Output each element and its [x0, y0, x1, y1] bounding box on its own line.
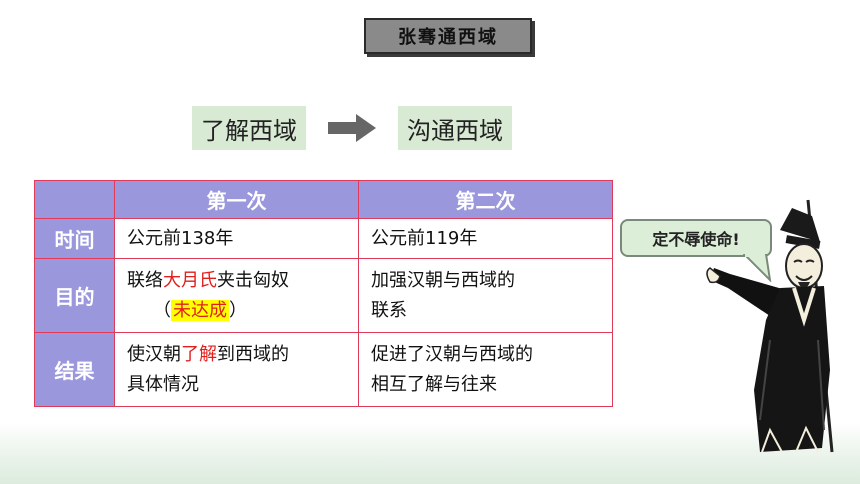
paren-open: （: [153, 299, 171, 321]
text-line: 加强汉朝与西域的: [371, 269, 515, 291]
cell-result-first: 使汉朝了解到西域的 具体情况: [114, 332, 359, 407]
speech-tail-icon: [742, 254, 772, 282]
speech-bubble: 定不辱使命!: [620, 219, 772, 257]
table-row: 时间 公元前138年 公元前119年: [34, 218, 613, 259]
highlight-text: 未达成: [171, 299, 229, 321]
flow-box-understand: 了解西域: [192, 106, 306, 150]
table-row: 目的 联络大月氏夹击匈奴 （未达成） 加强汉朝与西域的 联系: [34, 258, 613, 333]
text: 夹击匈奴: [217, 269, 289, 291]
red-text: 大月氏: [163, 269, 217, 291]
header-second: 第二次: [358, 180, 613, 219]
red-text: 了解: [181, 343, 217, 365]
page-title: 张骞通西域: [364, 18, 532, 54]
header-first: 第一次: [114, 180, 359, 219]
flow-box-communicate: 沟通西域: [398, 106, 512, 150]
cell-purpose-first: 联络大月氏夹击匈奴 （未达成）: [114, 258, 359, 333]
cell-purpose-second: 加强汉朝与西域的 联系: [358, 258, 613, 333]
cell-time-second: 公元前119年: [358, 218, 613, 259]
row-label-result: 结果: [34, 332, 115, 407]
row-label-time: 时间: [34, 218, 115, 259]
header-corner: [34, 180, 115, 219]
text: 到西域的: [217, 343, 289, 365]
text: 使汉朝: [127, 343, 181, 365]
paren-close: ）: [229, 299, 247, 321]
text: 联络: [127, 269, 163, 291]
table-header-row: 第一次 第二次: [34, 180, 613, 219]
text-line: 具体情况: [127, 373, 199, 395]
text-line: 促进了汉朝与西域的: [371, 343, 533, 365]
comparison-table: 第一次 第二次 时间 公元前138年 公元前119年 目的 联络大月氏夹击匈奴 …: [34, 180, 613, 407]
table-row: 结果 使汉朝了解到西域的 具体情况 促进了汉朝与西域的 相互了解与往来: [34, 332, 613, 407]
zhang-qian-figure-icon: [706, 199, 834, 453]
bottom-decor-band: [0, 422, 860, 484]
text-line: 相互了解与往来: [371, 373, 497, 395]
text-line: 联系: [371, 299, 407, 321]
cell-result-second: 促进了汉朝与西域的 相互了解与往来: [358, 332, 613, 407]
row-label-purpose: 目的: [34, 258, 115, 333]
cell-time-first: 公元前138年: [114, 218, 359, 259]
right-arrow-icon: [328, 114, 376, 142]
